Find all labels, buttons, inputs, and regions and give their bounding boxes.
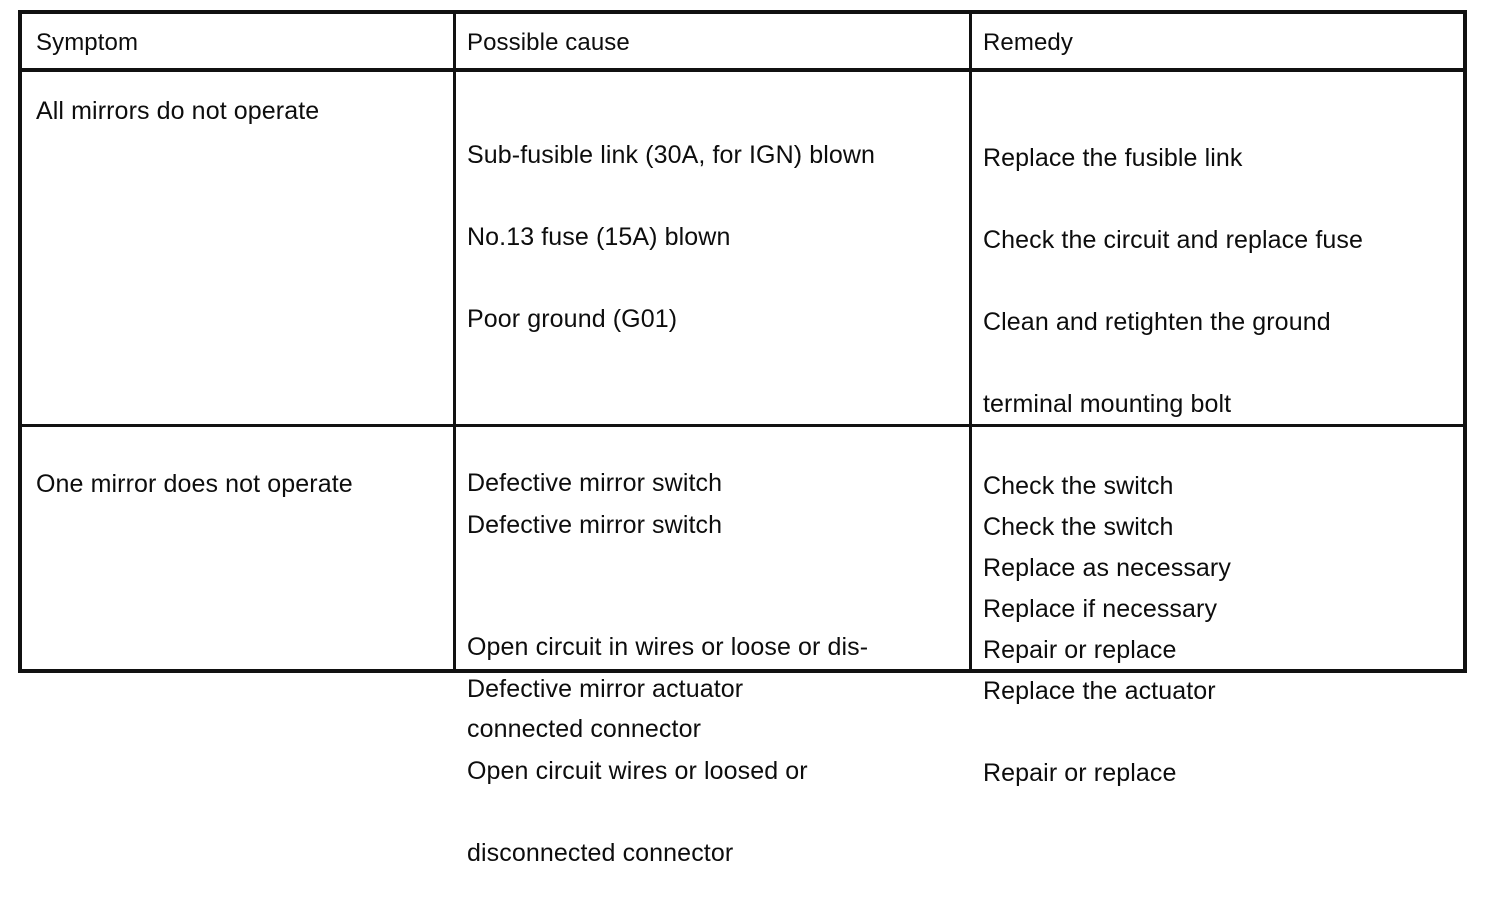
table-row-1-symptom: All mirrors do not operate xyxy=(36,97,320,125)
cause-line: Defective mirror actuator xyxy=(467,675,744,703)
table-row-2-symptom: One mirror does not operate xyxy=(36,470,353,498)
column-header-cause: Possible cause xyxy=(467,29,630,56)
remedy-line: Replace the actuator xyxy=(983,677,1216,705)
column-header-symptom: Symptom xyxy=(36,29,139,56)
table-row-1-remedy: Replace the fusible link Check the circu… xyxy=(983,97,1453,712)
cause-line: No.13 fuse (15A) blown xyxy=(467,223,731,251)
cause-line: Sub-fusible link (30A, for IGN) blown xyxy=(467,141,876,169)
header-divider xyxy=(22,68,1463,72)
column-divider-cause-remedy xyxy=(969,14,972,669)
remedy-line: Replace the fusible link xyxy=(983,144,1243,172)
table-row-2-cause: Defective mirror switch Defective mirror… xyxy=(467,464,947,915)
troubleshooting-table: Symptom Possible cause Remedy All mirror… xyxy=(18,10,1467,867)
cause-line: disconnected connector xyxy=(467,839,734,867)
remedy-line: Clean and retighten the ground xyxy=(983,308,1331,336)
column-divider-symptom-cause xyxy=(453,14,456,669)
remedy-line: terminal mounting bolt xyxy=(983,390,1232,418)
cause-line: Defective mirror switch xyxy=(467,469,723,497)
document-page: Symptom Possible cause Remedy All mirror… xyxy=(18,10,1467,867)
cause-line: Open circuit in wires or loose or dis- xyxy=(467,633,869,661)
remedy-line: Repair or replace xyxy=(983,636,1177,664)
row-divider xyxy=(22,424,1463,427)
cause-line: Open circuit wires or loosed or xyxy=(467,757,808,785)
table-row-2-remedy: Check the switch Replace if necessary Re… xyxy=(983,466,1453,835)
remedy-line: Replace as necessary xyxy=(983,554,1231,582)
remedy-line: Check the circuit and replace fuse xyxy=(983,226,1363,254)
remedy-line: Check the switch xyxy=(983,472,1174,500)
remedy-line: Replace if necessary xyxy=(983,595,1218,623)
column-header-remedy: Remedy xyxy=(983,29,1073,56)
remedy-line: Check the switch xyxy=(983,513,1174,541)
cause-line: Defective mirror switch xyxy=(467,511,723,539)
cause-line: Poor ground (G01) xyxy=(467,305,678,333)
remedy-line: Repair or replace xyxy=(983,759,1177,787)
